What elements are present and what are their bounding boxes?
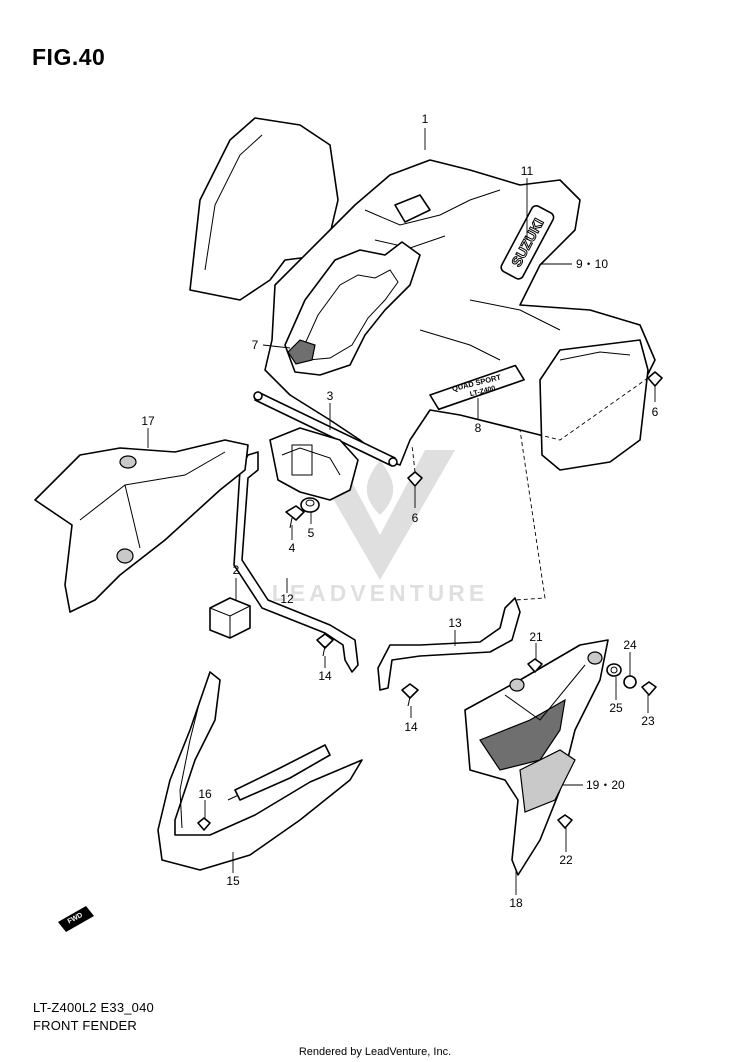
- callout-8: 8: [475, 421, 482, 435]
- front-fender-part[interactable]: [189, 117, 656, 471]
- callout-22: 22: [559, 853, 573, 867]
- callout-9-10: 9・10: [576, 257, 608, 271]
- left-side-cover[interactable]: [34, 439, 249, 613]
- callout-24: 24: [623, 638, 637, 652]
- nut-25[interactable]: [606, 663, 622, 677]
- callout-18: 18: [509, 896, 523, 910]
- screw-21[interactable]: [527, 658, 543, 673]
- callout-21: 21: [529, 630, 543, 644]
- right-side-cover[interactable]: [464, 639, 609, 876]
- screw-16[interactable]: [197, 817, 211, 831]
- callout-2: 2: [233, 563, 240, 577]
- bolt-14-left[interactable]: [316, 633, 334, 657]
- callout-25: 25: [609, 701, 623, 715]
- callout-16: 16: [198, 787, 212, 801]
- fender-support-bar[interactable]: [253, 391, 398, 467]
- callout-23: 23: [641, 714, 655, 728]
- callout-17: 17: [141, 414, 155, 428]
- callout-3: 3: [327, 389, 334, 403]
- callout-14-left: 14: [318, 669, 332, 683]
- screw-22[interactable]: [557, 814, 573, 829]
- screw-6-right[interactable]: [647, 371, 663, 387]
- bolt-4[interactable]: [285, 505, 305, 529]
- callout-4: 4: [289, 541, 296, 555]
- callout-13: 13: [448, 616, 462, 630]
- callout-19-20: 19・20: [586, 778, 625, 792]
- leader-lines: [147, 128, 656, 895]
- front-lower-cowl[interactable]: [157, 671, 363, 871]
- watermark-text: LEADVENTURE: [271, 580, 489, 606]
- callout-11: 11: [521, 164, 534, 178]
- left-side-stay[interactable]: [233, 451, 359, 673]
- callout-6-right: 6: [652, 405, 659, 419]
- diagram-name-label: FRONT FENDER: [33, 1018, 137, 1033]
- fender-bracket[interactable]: [269, 427, 359, 501]
- washer-24[interactable]: [623, 675, 637, 689]
- callout-15: 15: [226, 874, 240, 888]
- callout-7: 7: [252, 338, 259, 352]
- callout-1: 1: [422, 112, 429, 126]
- callout-6-center: 6: [412, 511, 419, 525]
- screw-6-center[interactable]: [407, 471, 423, 487]
- fwd-direction-icon: FWD: [58, 906, 94, 932]
- cushion-block[interactable]: [209, 597, 251, 639]
- callout-14-right: 14: [404, 720, 418, 734]
- callout-12: 12: [280, 592, 294, 606]
- diagram-code-label: LT-Z400L2 E33_040: [33, 1000, 154, 1015]
- figure-title: FIG.40: [32, 44, 106, 70]
- screw-23[interactable]: [641, 681, 657, 696]
- footer-credit: Rendered by LeadVenture, Inc.: [298, 1046, 452, 1058]
- collar-5[interactable]: [300, 497, 320, 513]
- callout-labels: 1 2 3 4 5 6 6 7 8 9・10 11 12 13 14 14 15…: [141, 112, 658, 910]
- callout-5: 5: [308, 526, 315, 540]
- right-side-stay[interactable]: [377, 597, 521, 691]
- bolt-14-right[interactable]: [401, 683, 419, 707]
